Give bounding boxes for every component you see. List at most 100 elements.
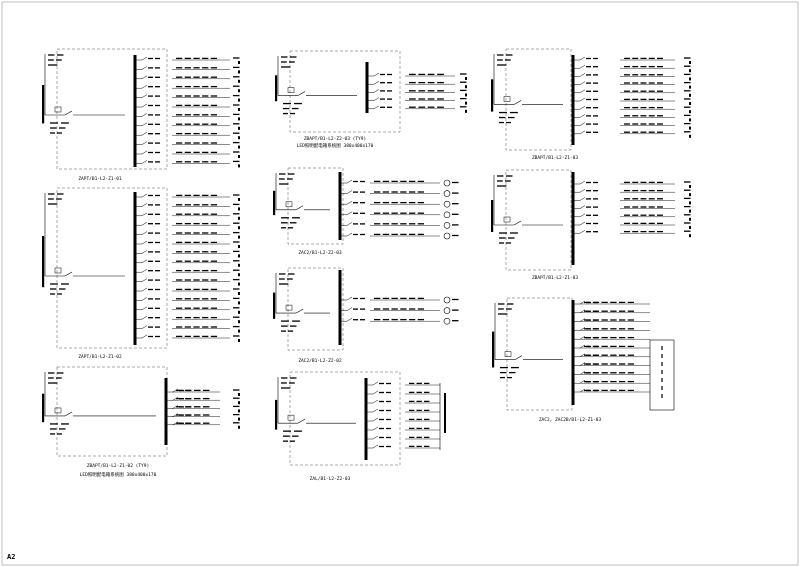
branch-breaker — [579, 318, 586, 322]
load-terminal — [465, 85, 467, 89]
branch-breaker — [372, 381, 379, 386]
branch-breaker — [372, 399, 379, 404]
bus-bar — [365, 62, 369, 113]
branch-breaker — [579, 188, 586, 193]
caption-p2: ZAPT/B1-L2-Z1-02 — [78, 354, 122, 360]
branch-breaker — [579, 97, 586, 102]
branch-breaker — [141, 193, 148, 198]
branch-breaker — [579, 344, 586, 349]
panel-zbapt-b1-l2-z1-02 — [42, 366, 240, 457]
branch-breaker — [141, 221, 148, 226]
load-terminal — [238, 79, 240, 83]
branch-breaker — [141, 297, 148, 301]
caption-p4: ZBAPT/B1-L2-Z2-03 (TY9) — [304, 136, 366, 142]
external-equipment-box — [649, 339, 675, 411]
branch-breaker — [346, 179, 353, 184]
branch-breaker — [141, 160, 148, 164]
main-breaker-contact — [513, 100, 522, 105]
incoming-cable-tag — [275, 399, 278, 430]
panel-enclosure — [56, 187, 168, 349]
branch-breaker — [373, 97, 380, 101]
branch-breaker — [141, 94, 148, 98]
equipment-symbol — [443, 222, 451, 229]
branch-breaker — [372, 390, 379, 395]
branch-breaker — [372, 444, 379, 449]
load-terminal — [238, 145, 240, 149]
load-terminal — [238, 282, 240, 286]
branch-breaker — [579, 73, 586, 77]
main-breaker-contact — [64, 411, 73, 417]
branch-breaker — [346, 232, 353, 237]
main-breaker-contact — [64, 271, 73, 277]
equipment-symbol — [443, 211, 451, 219]
branch-breaker — [172, 396, 179, 401]
bus-bar — [133, 55, 137, 167]
main-breaker-contact — [513, 220, 522, 226]
load-terminal — [689, 110, 691, 114]
branch-breaker — [372, 435, 379, 440]
panel-zapt-b1-l2-z1-01 — [42, 48, 240, 170]
load-terminal — [238, 98, 240, 102]
load-terminal — [238, 126, 240, 130]
panel-enclosure — [287, 267, 344, 351]
load-terminal — [238, 70, 240, 74]
branch-breaker — [579, 309, 586, 314]
load-terminal — [238, 301, 240, 305]
branch-breaker — [141, 212, 148, 217]
caption-p3: ZBAPT/B1-L2-Z1-02 (TY9) — [87, 463, 149, 469]
load-terminal — [238, 339, 240, 342]
branch-breaker — [141, 278, 148, 282]
bus-bar — [338, 270, 342, 345]
load-terminal — [689, 118, 691, 122]
branch-breaker — [346, 296, 353, 301]
load-terminal — [238, 198, 240, 201]
branch-breaker — [346, 307, 353, 311]
branch-breaker — [172, 413, 179, 417]
load-terminal — [238, 401, 240, 405]
incoming-cable-tag — [42, 393, 45, 423]
main-breaker-contact — [297, 418, 306, 424]
panel-enclosure — [289, 371, 401, 466]
sheet-number: A2 — [7, 553, 16, 561]
load-terminal — [689, 209, 691, 213]
branch-breaker — [579, 362, 586, 366]
panel-enclosure — [56, 48, 168, 170]
branch-breaker — [141, 231, 148, 235]
branch-breaker — [172, 388, 179, 393]
meter-box — [54, 407, 62, 414]
branch-breaker — [579, 221, 586, 226]
load-terminal — [689, 185, 691, 188]
load-terminal — [689, 226, 691, 229]
panel-enclosure — [289, 50, 401, 133]
equipment-symbol — [443, 296, 451, 304]
bus-bar — [571, 172, 575, 265]
meter-box — [287, 87, 295, 93]
branch-breaker — [579, 205, 586, 209]
branch-breaker — [372, 417, 379, 422]
caption-p7: ZAL/B1-L2-Z2-03 — [310, 476, 351, 482]
load-terminal — [238, 245, 240, 248]
branch-breaker — [141, 103, 148, 108]
branch-breaker — [579, 388, 586, 393]
branch-breaker — [346, 222, 353, 226]
incoming-cable-tag — [42, 85, 45, 124]
load-terminal — [238, 164, 240, 168]
branch-breaker — [141, 287, 148, 292]
branch-breaker — [346, 190, 353, 194]
branch-breaker — [579, 371, 586, 375]
branch-breaker — [579, 122, 586, 126]
load-terminal — [689, 85, 691, 89]
subcaption-p4: LED照明配电箱系统图 380x400x170 — [297, 142, 374, 149]
branch-breaker — [141, 56, 148, 61]
incoming-cable-tag — [492, 331, 495, 368]
load-terminal — [465, 77, 467, 80]
branch-breaker — [579, 213, 586, 218]
load-terminal — [689, 69, 691, 73]
meter-box — [503, 216, 511, 223]
incoming-cable-tag — [275, 75, 278, 102]
branch-breaker — [579, 197, 586, 201]
load-terminal — [465, 93, 467, 97]
incoming-cable-tag — [273, 190, 276, 216]
load-terminal — [238, 117, 240, 121]
